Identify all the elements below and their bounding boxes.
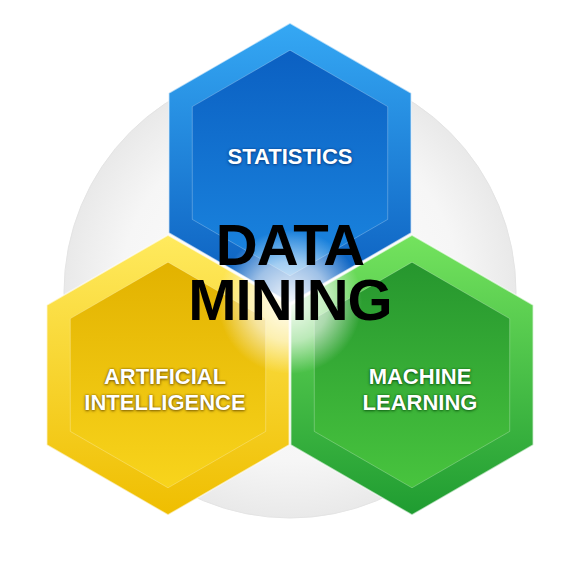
node-label: MACHINE LEARNING bbox=[330, 364, 510, 416]
center-title: DATA MINING bbox=[160, 217, 420, 327]
node-label: STATISTICS bbox=[200, 144, 380, 170]
node-label: ARTIFICIAL INTELLIGENCE bbox=[75, 364, 255, 416]
